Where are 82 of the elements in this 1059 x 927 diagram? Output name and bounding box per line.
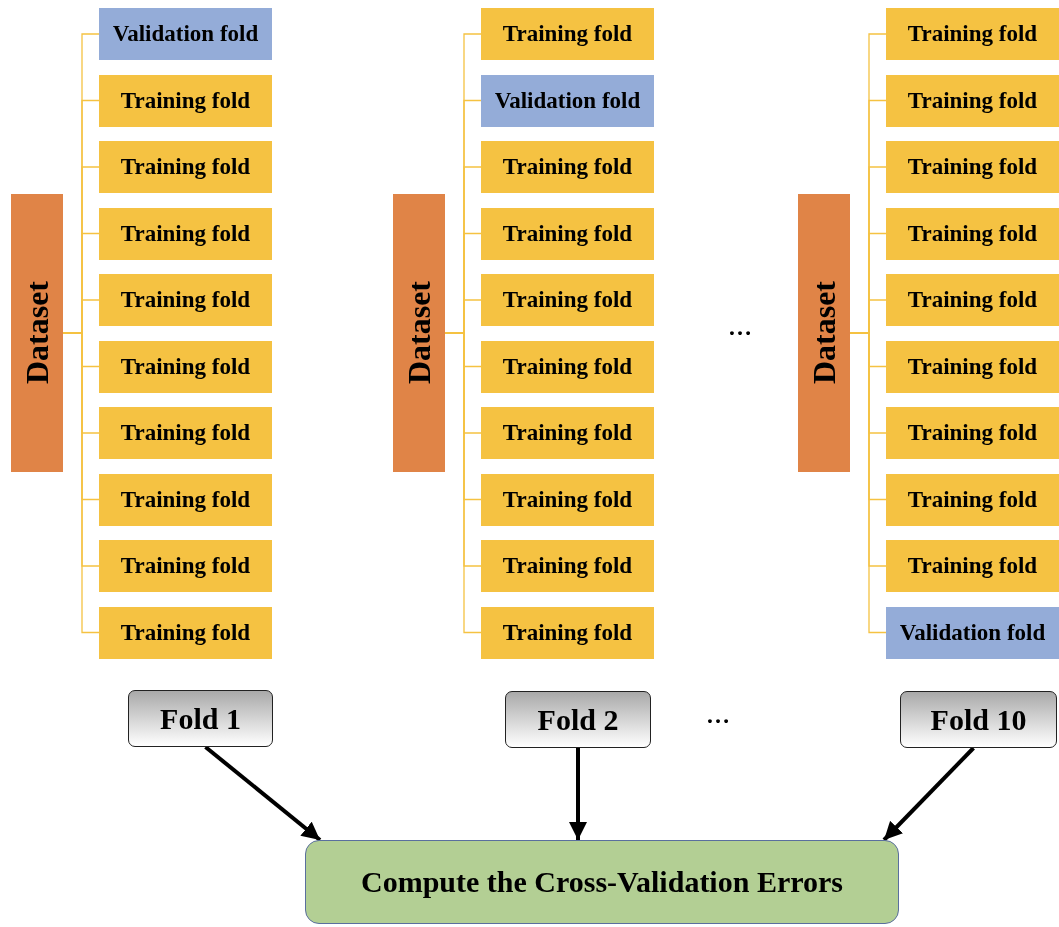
fold-label: Validation fold <box>494 87 641 114</box>
fold-label: Training fold <box>907 553 1038 579</box>
training-fold-box <box>886 407 1059 459</box>
arrow <box>569 748 587 840</box>
ellipsis: … <box>706 702 730 729</box>
training-fold-box <box>99 340 272 393</box>
fold-label: Training fold <box>502 220 633 247</box>
training-fold-box <box>886 8 1059 60</box>
arrow <box>204 745 322 842</box>
fold-label: Validation fold <box>899 619 1046 646</box>
training-fold-box <box>481 473 654 526</box>
fold-label: Training fold <box>907 287 1038 313</box>
fold-label: Training fold <box>907 420 1038 446</box>
fold-label: Fold 1 <box>160 701 241 736</box>
training-fold-box <box>481 274 654 326</box>
fold-label: Training fold <box>120 154 251 180</box>
training-fold-box <box>886 74 1059 127</box>
dataset-bar <box>11 194 63 472</box>
training-fold-box <box>481 207 654 260</box>
fold-box <box>128 690 273 747</box>
fold-label: Training fold <box>907 353 1038 380</box>
fold-label: Training fold <box>907 87 1038 114</box>
training-fold-box <box>99 540 272 592</box>
validation-fold-box <box>886 606 1059 659</box>
fold-label: Training fold <box>120 619 251 646</box>
training-fold-box <box>99 207 272 260</box>
fold-label: Training fold <box>120 553 251 579</box>
fold-label: Fold 10 <box>930 702 1027 737</box>
training-fold-box <box>481 606 654 659</box>
fold-label: Training fold <box>907 220 1038 247</box>
process-label: Compute the Cross-Validation Errors <box>361 865 843 899</box>
training-fold-box <box>99 74 272 127</box>
training-fold-box <box>99 274 272 326</box>
fold-label: Training fold <box>907 154 1038 180</box>
training-fold-box <box>99 473 272 526</box>
fold-label: Training fold <box>502 353 633 380</box>
fold-label: Training fold <box>120 420 251 446</box>
training-fold-box <box>886 540 1059 592</box>
fold-label: Training fold <box>907 21 1038 47</box>
tree-connector <box>849 332 887 634</box>
fold-box <box>505 691 651 748</box>
fold-label: Training fold <box>502 420 633 446</box>
dataset-label: Dataset <box>400 281 438 385</box>
training-fold-box <box>99 407 272 459</box>
dataset-bar <box>393 194 445 472</box>
dataset-label: Dataset <box>805 281 843 385</box>
training-fold-box <box>886 141 1059 193</box>
training-fold-box <box>481 141 654 193</box>
dataset-label: Dataset <box>18 281 56 385</box>
training-fold-box <box>886 207 1059 260</box>
fold-label: Training fold <box>120 87 251 114</box>
fold-label: Training fold <box>502 287 633 313</box>
training-fold-box <box>886 473 1059 526</box>
process-box <box>305 840 899 924</box>
training-fold-box <box>481 8 654 60</box>
fold-label: Training fold <box>120 220 251 247</box>
tree-connector <box>444 332 482 634</box>
arrow <box>882 746 975 842</box>
validation-fold-box <box>99 8 272 60</box>
fold-label: Training fold <box>907 486 1038 513</box>
fold-label: Training fold <box>120 287 251 313</box>
fold-label: Training fold <box>502 553 633 579</box>
training-fold-box <box>99 141 272 193</box>
ellipsis: … <box>728 314 752 341</box>
dataset-bar <box>798 194 850 472</box>
training-fold-box <box>481 407 654 459</box>
training-fold-box <box>99 606 272 659</box>
fold-label: Training fold <box>120 486 251 513</box>
fold-label: Training fold <box>502 619 633 646</box>
fold-label: Training fold <box>502 21 633 47</box>
tree-connector <box>62 332 100 634</box>
fold-label: Validation fold <box>112 21 259 47</box>
training-fold-box <box>886 340 1059 393</box>
fold-label: Fold 2 <box>537 702 619 737</box>
training-fold-box <box>886 274 1059 326</box>
training-fold-box <box>481 540 654 592</box>
fold-label: Training fold <box>502 154 633 180</box>
validation-fold-box <box>481 74 654 127</box>
training-fold-box <box>481 340 654 393</box>
fold-label: Training fold <box>120 353 251 380</box>
fold-label: Training fold <box>502 486 633 513</box>
fold-box <box>900 691 1057 748</box>
